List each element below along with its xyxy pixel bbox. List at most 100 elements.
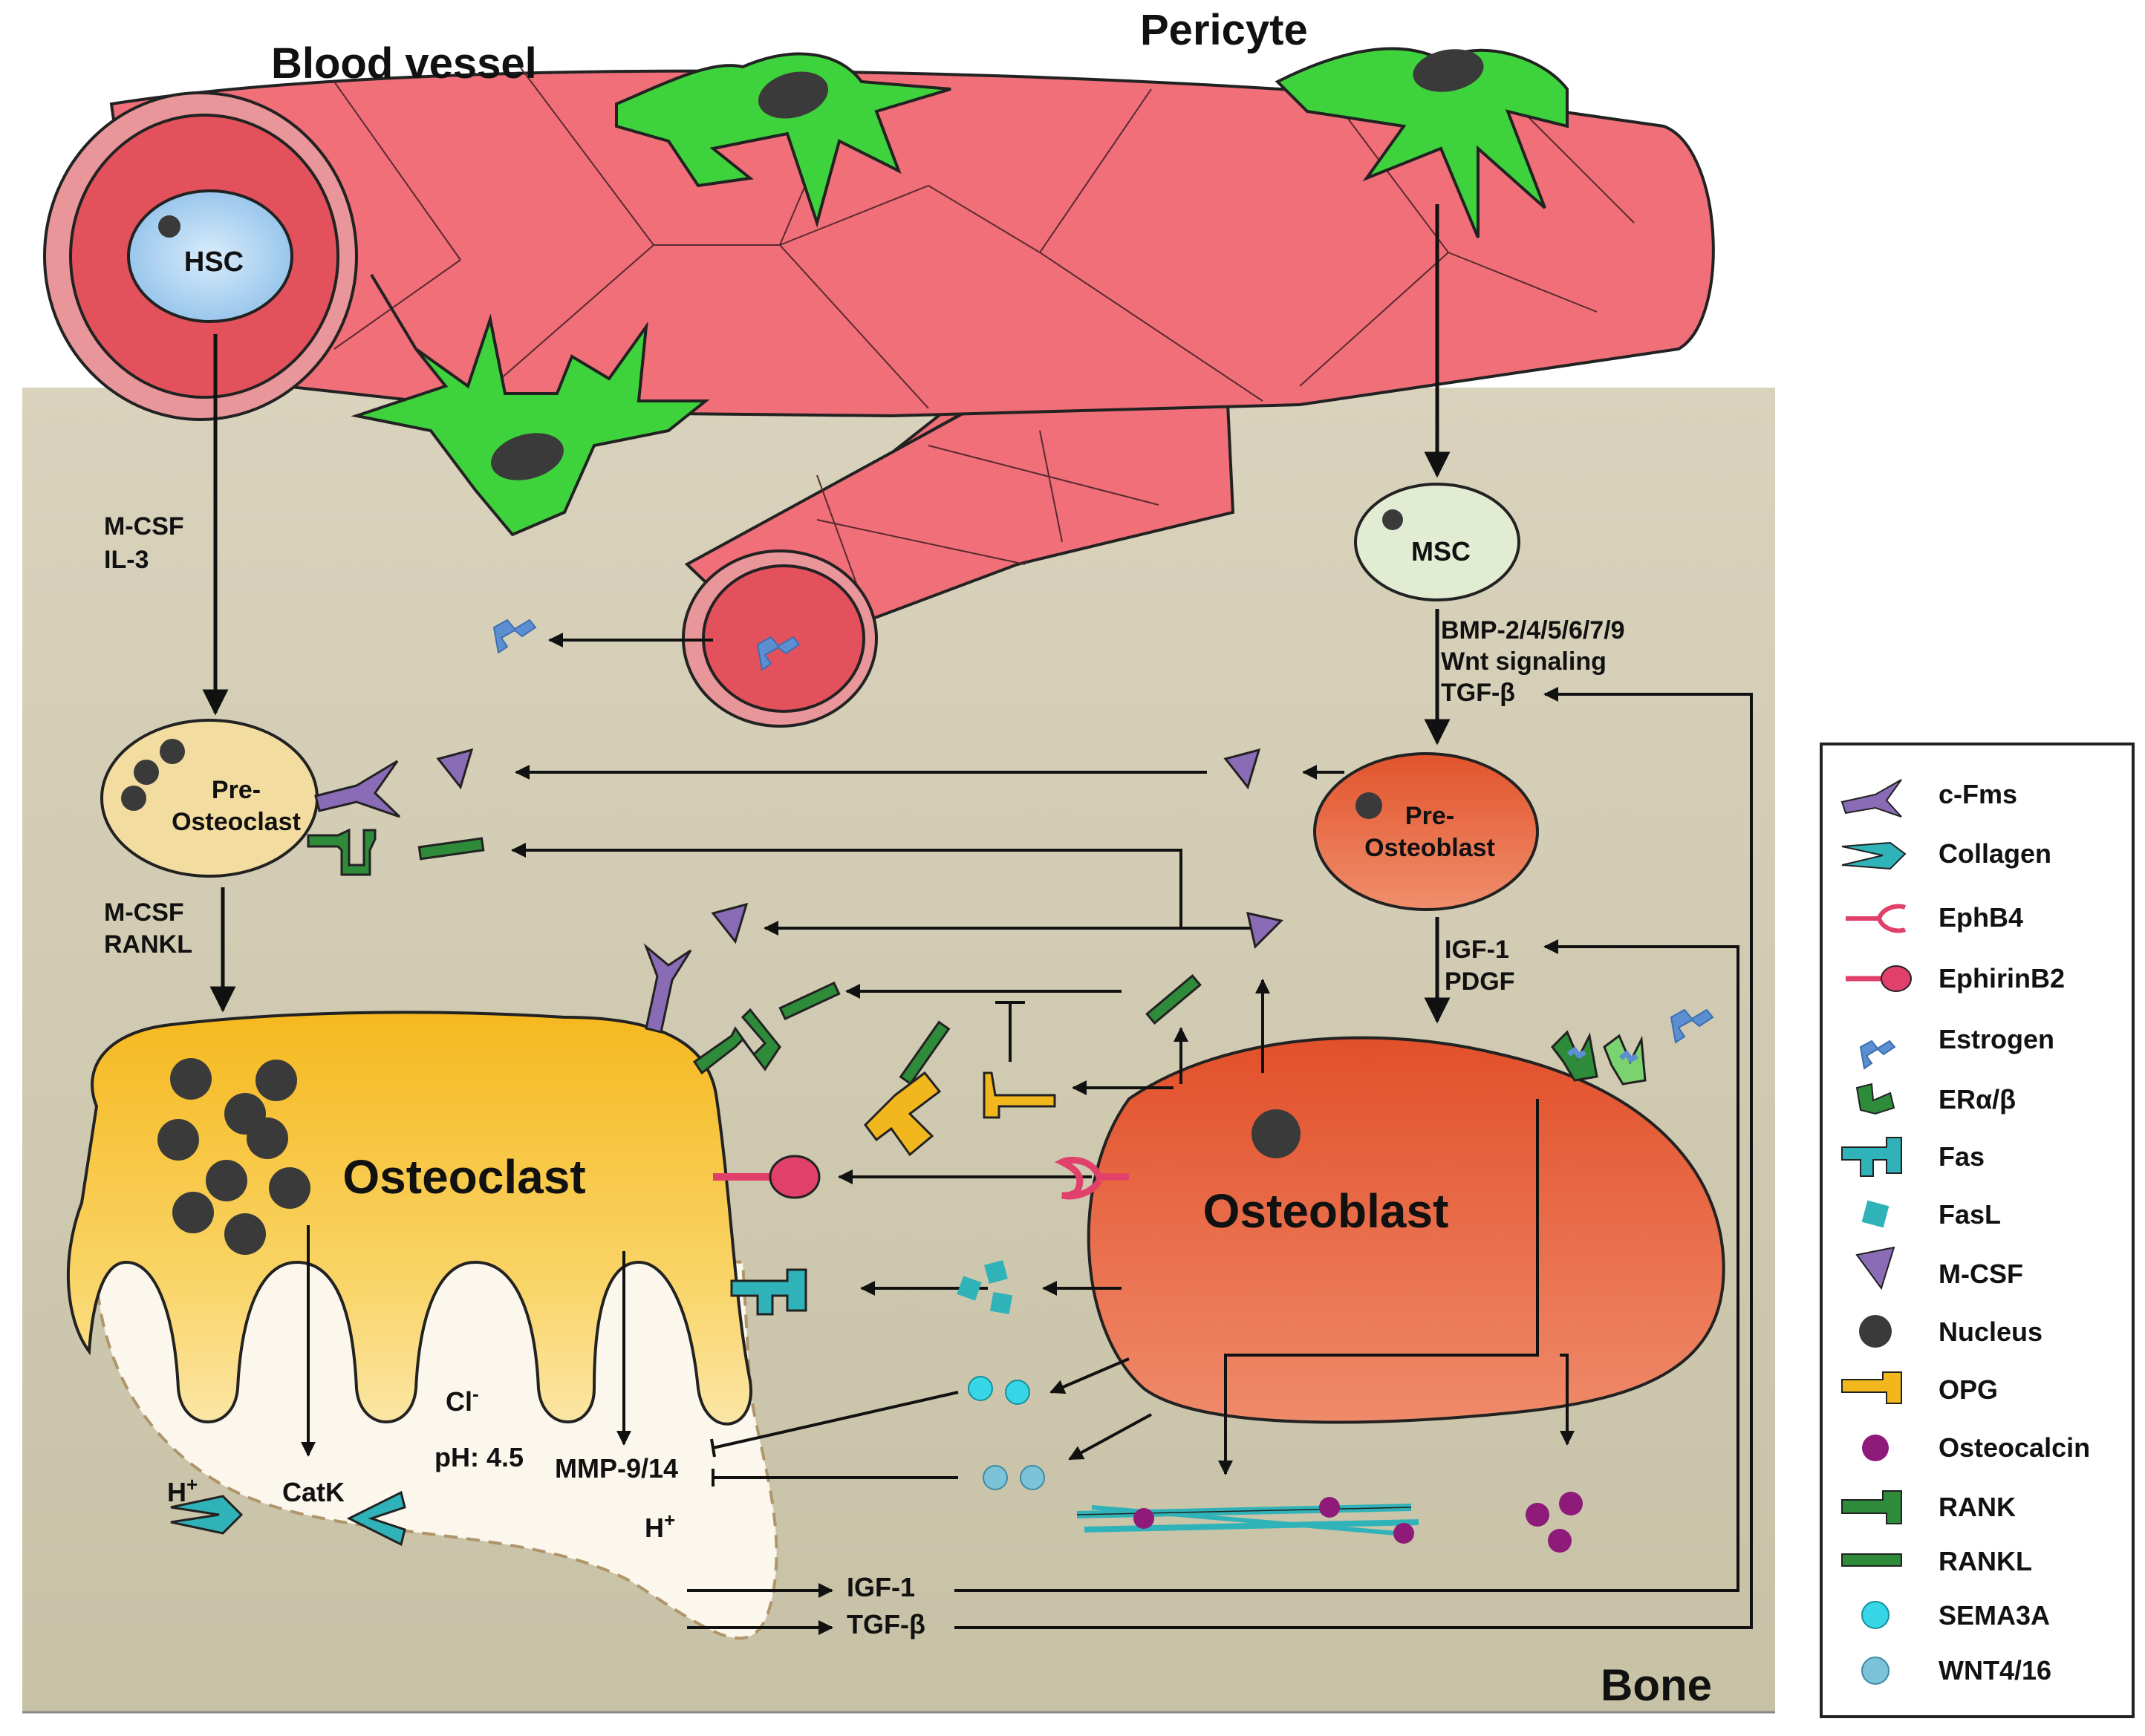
hplus-label-1: H+ — [167, 1473, 198, 1507]
pericyte-cell — [615, 52, 951, 228]
collagen-fragment — [346, 1490, 406, 1547]
legend-label: SEMA3A — [1939, 1600, 2050, 1631]
legend-item-fas: Fas — [1841, 1137, 1985, 1177]
fas-receptor — [730, 1268, 807, 1316]
er-receptor — [1603, 1034, 1647, 1086]
rankl-ligand — [1145, 974, 1202, 1025]
osteoblast-cell — [1087, 1036, 1725, 1424]
wnt-signaling-label: Wnt signaling — [1441, 647, 1607, 676]
fasl-molecule — [984, 1260, 1008, 1284]
fasl-molecule — [989, 1291, 1013, 1315]
osteoclast-label: Osteoclast — [342, 1150, 585, 1204]
legend-item-ephb4: EphB4 — [1846, 902, 2023, 933]
c-fms-icon — [1840, 779, 1902, 818]
mcsf-molecule — [711, 902, 749, 944]
pre-osteoblast-label-1: Pre- — [1405, 802, 1454, 830]
osteocalcin-molecule — [1548, 1529, 1572, 1553]
fas-icon — [1841, 1137, 1902, 1177]
osteoclast-nuclei — [157, 1058, 310, 1255]
er-receptor — [1551, 1030, 1598, 1082]
hsc-nucleus — [158, 215, 180, 238]
legend-label: OPG — [1939, 1374, 1998, 1405]
legend-item-mcsf: M-CSF — [1855, 1246, 2023, 1290]
pre-osteoclast-nucleus — [160, 739, 185, 764]
legend-label: Fas — [1939, 1141, 1985, 1172]
legend-label: RANK — [1939, 1492, 2016, 1522]
pre-osteoblast-nucleus — [1355, 792, 1382, 819]
osteoblast-label: Osteoblast — [1203, 1184, 1449, 1238]
mcsf-molecule — [1246, 912, 1283, 949]
opg-molecule — [983, 1071, 1056, 1119]
collagen-fragment — [170, 1495, 244, 1535]
legend-item-wnt: WNT4/16 — [1861, 1655, 2051, 1686]
pericyte-label: Pericyte — [1140, 6, 1308, 54]
pre-osteoclast-label-1: Pre- — [212, 776, 261, 804]
ephb4-receptor — [1054, 1156, 1129, 1200]
blood-vessel — [43, 66, 1715, 728]
fasl-molecule — [957, 1276, 982, 1301]
pre-osteoclast-label-2: Osteoclast — [172, 808, 301, 836]
mcsf-molecule — [1223, 748, 1261, 790]
legend-item-er: ERα/β — [1855, 1083, 2016, 1115]
mmp-label: MMP-9/14 — [555, 1453, 678, 1484]
pre-osteoblast-cell — [1313, 752, 1539, 911]
mcsf-molecule — [436, 748, 474, 790]
il3-label: IL-3 — [104, 546, 149, 574]
arrows — [202, 204, 1753, 1635]
estrogen-molecule — [1670, 1008, 1714, 1044]
pericyte-cell — [351, 273, 710, 537]
sema3a-icon — [1861, 1601, 1890, 1629]
rank-receptor — [307, 828, 377, 876]
c-fms-receptor — [643, 943, 692, 1034]
legend-label: M-CSF — [1939, 1259, 2023, 1289]
rank-receptor — [692, 1008, 781, 1075]
msc-label: MSC — [1411, 536, 1471, 567]
rankl-label-preoc: RANKL — [104, 930, 192, 959]
pre-osteoblast-label-2: Osteoblast — [1364, 834, 1495, 862]
mcsf-icon — [1855, 1246, 1895, 1290]
igf1-label-top: IGF-1 — [1445, 936, 1509, 964]
legend-item-c-fms: c-Fms — [1840, 779, 2017, 818]
sema3a-molecule — [968, 1376, 993, 1401]
legend-label: FasL — [1939, 1199, 2001, 1230]
er-icon — [1855, 1083, 1895, 1115]
legend-item-ephrinb2: EphirinB2 — [1846, 963, 2065, 993]
wnt-molecule — [983, 1465, 1008, 1490]
legend-item-rank: RANK — [1841, 1490, 2016, 1524]
tgfb-label-bottom: TGF-β — [847, 1609, 925, 1639]
mcsf-label-preoc: M-CSF — [104, 898, 184, 927]
rankl-ligand — [417, 837, 485, 861]
legend-item-osteocalcin: Osteocalcin — [1862, 1432, 2090, 1463]
opg-icon — [1841, 1371, 1902, 1404]
tgfb-label-top: TGF-β — [1441, 679, 1515, 707]
pre-osteoclast-nucleus — [121, 786, 146, 811]
osteoblast-nucleus — [1251, 1109, 1301, 1158]
cl-label: Cl- — [446, 1383, 479, 1417]
ephrinb2-molecule — [769, 1155, 821, 1199]
ephb4-icon — [1846, 904, 1907, 933]
hsc-label: HSC — [184, 247, 244, 278]
wnt-icon — [1861, 1657, 1890, 1685]
igf1-label-bottom: IGF-1 — [847, 1572, 915, 1602]
collagen-icon — [1841, 841, 1907, 870]
legend-item-collagen: Collagen — [1841, 838, 2051, 870]
legend-item-nucleus: Nucleus — [1859, 1315, 2043, 1348]
sema3a-molecule — [1005, 1380, 1030, 1405]
osteocalcin-icon — [1862, 1435, 1889, 1461]
osteocalcin-molecule — [1559, 1492, 1583, 1515]
msc-nucleus — [1382, 509, 1403, 530]
pdgf-label: PDGF — [1445, 967, 1514, 996]
legend-label: Collagen — [1939, 838, 2051, 869]
legend-item-sema3a: SEMA3A — [1861, 1600, 2050, 1631]
legend-item-fasl: FasL — [1861, 1199, 2001, 1230]
blood-vessel-label: Blood vessel — [271, 39, 537, 88]
ephrinb2-icon — [1881, 965, 1912, 992]
legend-label: WNT4/16 — [1939, 1655, 2051, 1686]
c-fms-receptor — [314, 760, 401, 818]
legend-label: RANKL — [1939, 1546, 2032, 1576]
rankl-ligand — [778, 981, 841, 1021]
opg-molecule — [864, 1071, 942, 1157]
legend: c-Fms Collagen EphB4 EphirinB2 Estrogen … — [1820, 743, 2135, 1718]
legend-label: EphirinB2 — [1939, 963, 2065, 993]
